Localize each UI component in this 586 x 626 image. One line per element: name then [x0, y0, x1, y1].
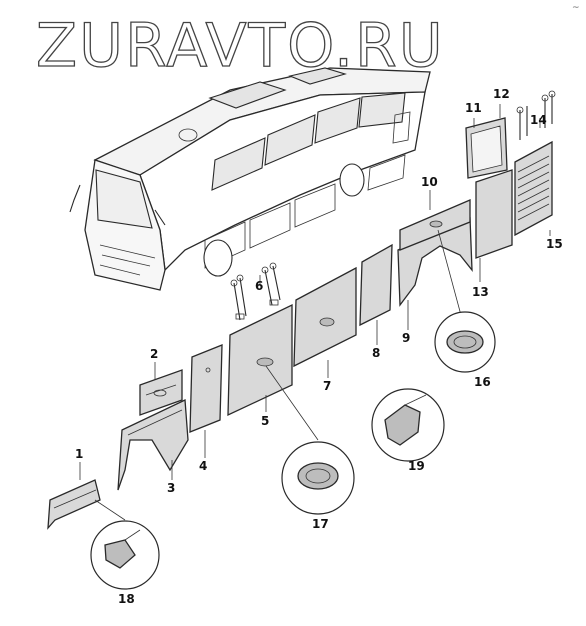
part-9-rear-wheel-arch: [397, 217, 473, 307]
part-8-panel: [359, 243, 393, 327]
part-15-grille-lines: [517, 155, 550, 221]
bus-illustration: [69, 67, 431, 291]
callout-19: 19: [408, 459, 425, 473]
watermark-text: ZURAVTO.RU: [36, 11, 445, 81]
callout-13: 13: [472, 285, 489, 299]
callout-16: 16: [474, 375, 491, 389]
callout-10: 10: [421, 175, 438, 189]
callout-12: 12: [493, 87, 510, 101]
detail-16-lock: [434, 229, 496, 373]
part-15-rear-grille: [514, 140, 553, 237]
corner-mark: ~: [572, 3, 580, 13]
callout-14: 14: [530, 113, 547, 127]
callout-1: 1: [75, 447, 83, 461]
callout-7: 7: [323, 379, 331, 393]
part-6-gas-struts: [230, 262, 281, 321]
part-1-front-skirt: [47, 479, 101, 530]
part-13-panel: [475, 169, 513, 259]
callout-8: 8: [372, 346, 380, 360]
part-7-panel: [293, 266, 357, 368]
part-2-panel: [139, 369, 183, 416]
callout-4: 4: [199, 459, 207, 473]
callout-3: 3: [167, 481, 175, 495]
part-14-gas-struts: [516, 90, 556, 140]
callout-17: 17: [312, 517, 329, 531]
callout-leader-lines: [79, 104, 551, 480]
detail-18-hinge: [90, 499, 160, 590]
callout-5: 5: [261, 414, 269, 428]
detail-19-latch: [371, 388, 445, 462]
callout-11: 11: [465, 101, 482, 115]
part-3-front-wheel-arch: [117, 399, 189, 491]
callout-9: 9: [402, 331, 410, 345]
callout-15: 15: [546, 237, 563, 251]
callout-2: 2: [150, 347, 158, 361]
detail-17-lock: [265, 365, 355, 515]
callout-6: 6: [255, 279, 263, 293]
callout-18: 18: [118, 592, 135, 606]
part-4-panel: [189, 344, 223, 433]
